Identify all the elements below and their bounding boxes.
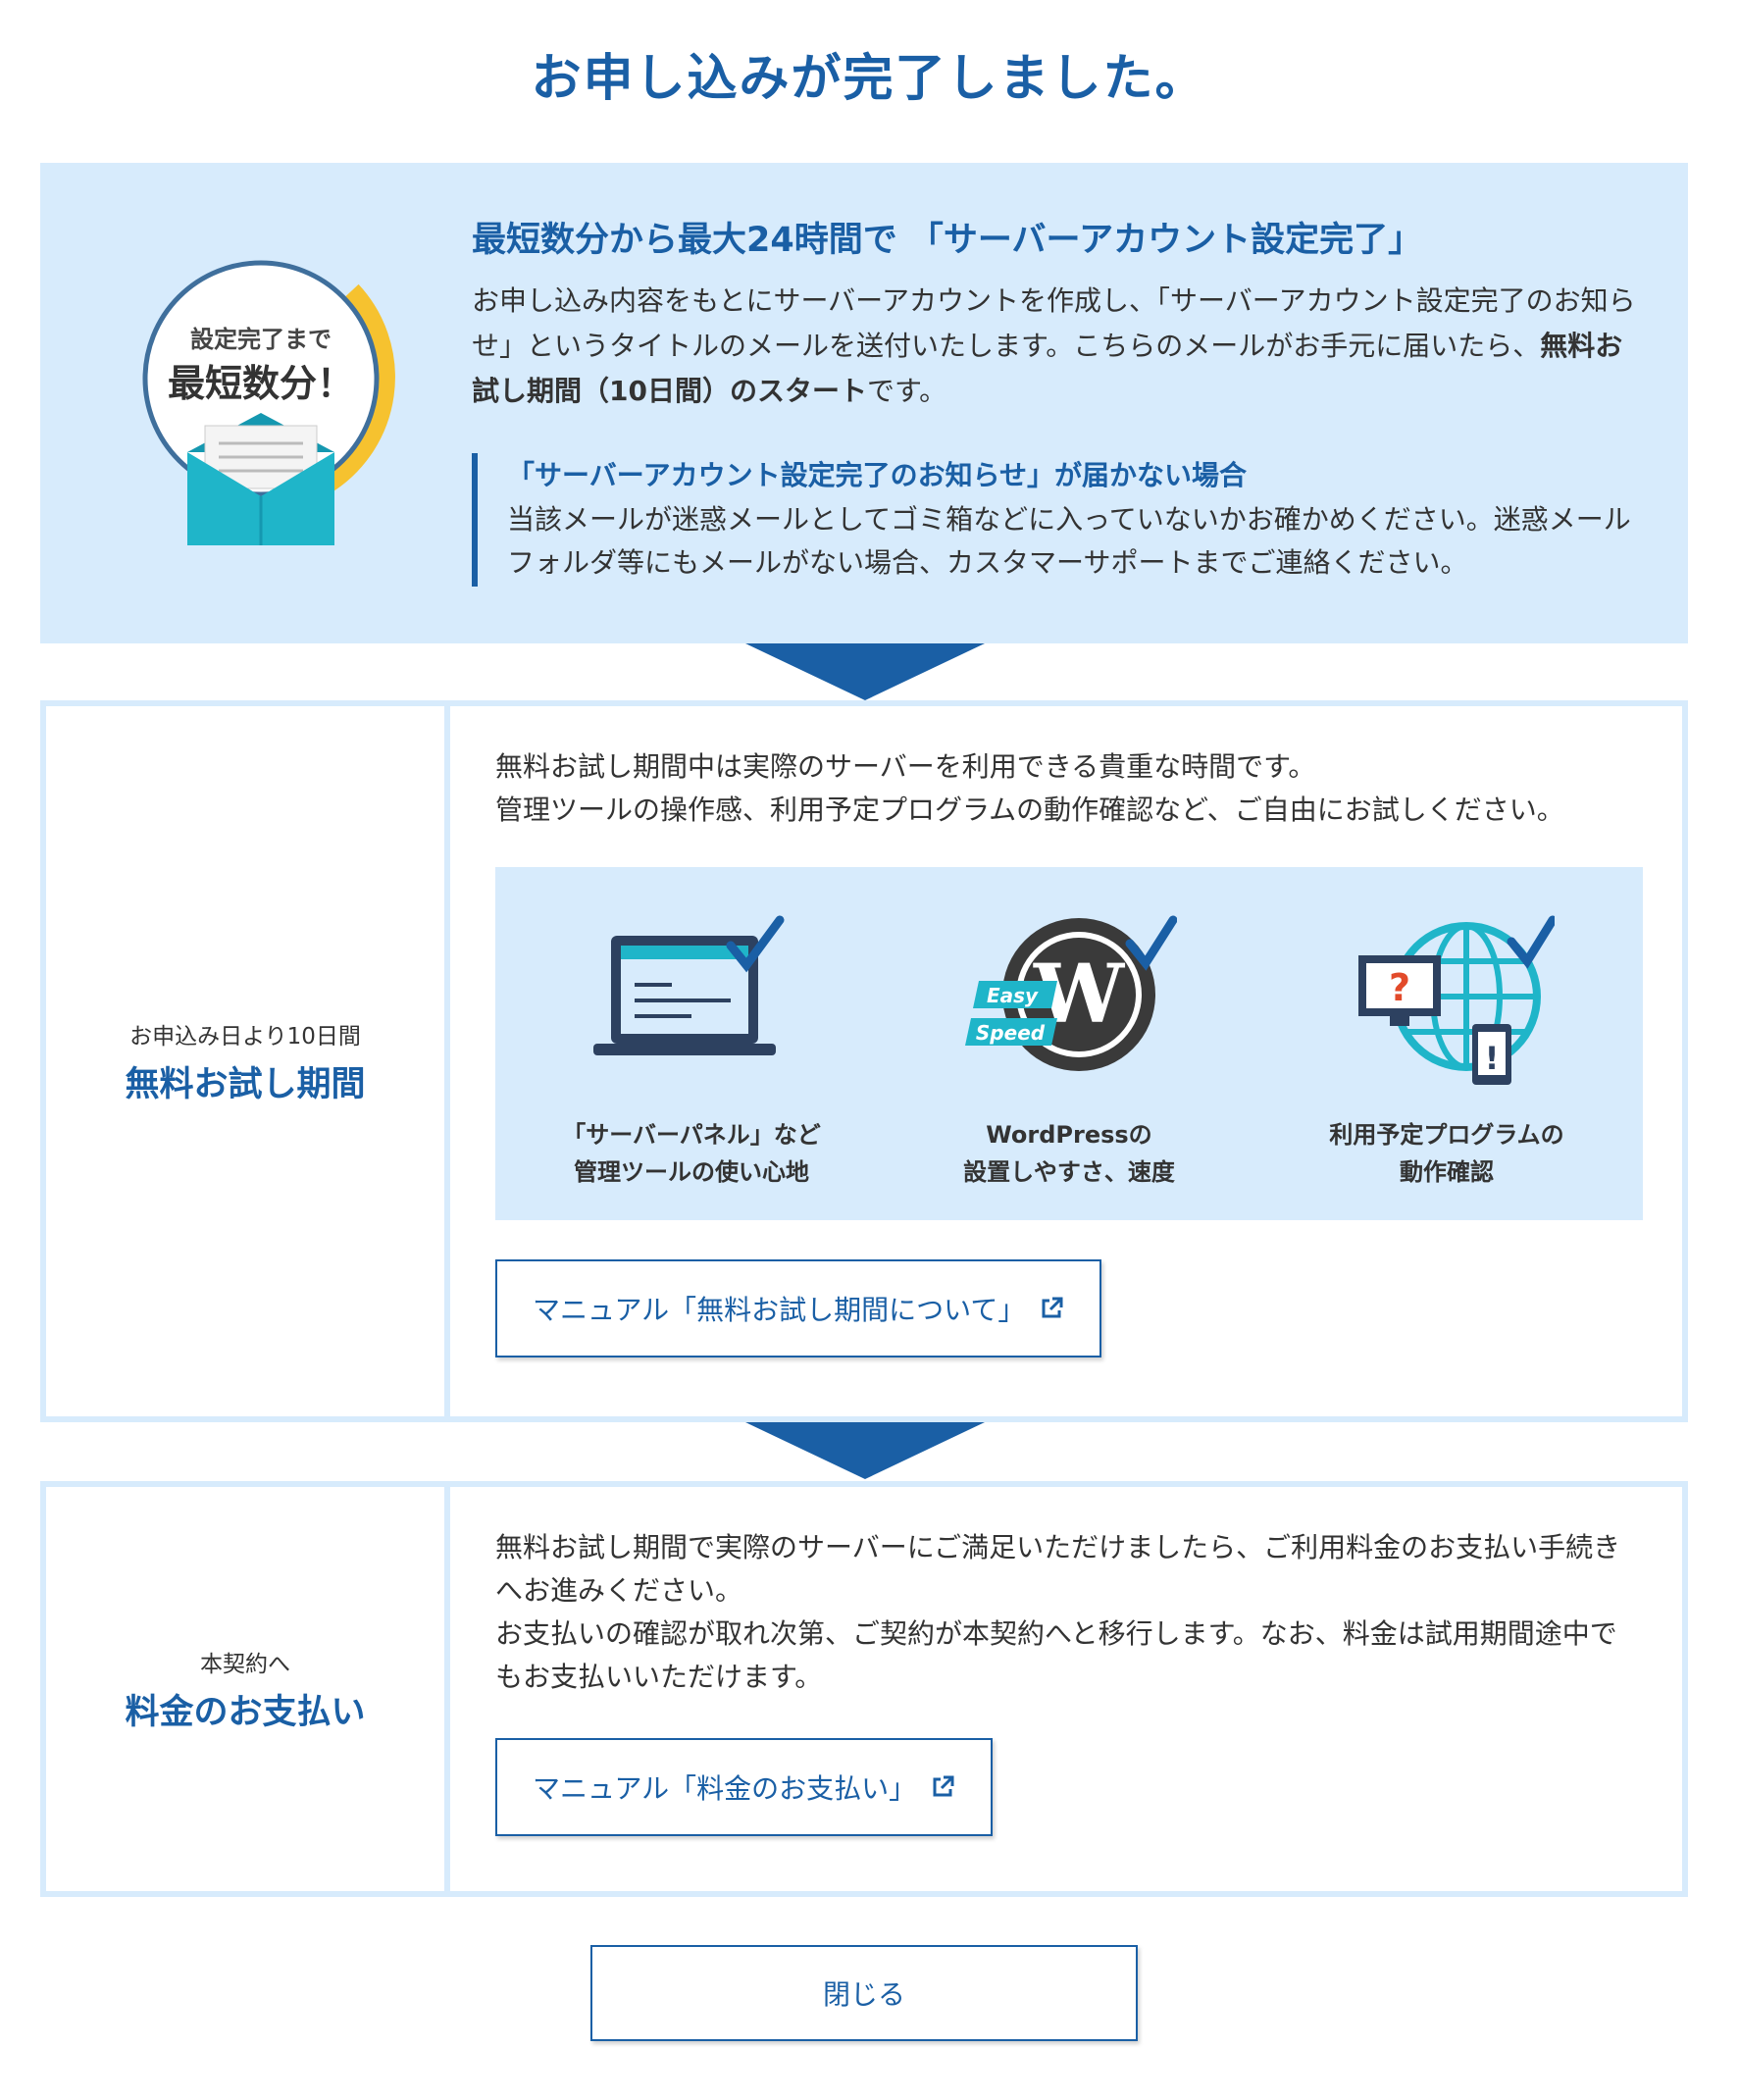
trial-text-line-2: 管理ツールの操作感、利用予定プログラムの動作確認など、ご自由にお試しください。 <box>495 794 1564 826</box>
manual-payment-button[interactable]: マニュアル「料金のお支払い」 <box>495 1738 994 1836</box>
globe-check-icon: ? ! <box>1339 906 1558 1093</box>
feature-caption-line: WordPressの <box>986 1121 1152 1149</box>
feature-item: 「サーバーパネル」など 管理ツールの使い心地 <box>525 906 858 1220</box>
envelope-badge-icon: 設定完了まで 最短数分！ <box>128 251 442 555</box>
payment-step: 本契約へ 料金のお支払い 無料お試し期間で実際のサーバーにご満足いただけましたら… <box>40 1481 1688 1897</box>
laptop-check-icon <box>584 906 799 1093</box>
intro-text-part: お申し込み内容をもとにサーバーアカウントを作成し、「サーバーアカウント設定完了の… <box>472 284 1636 362</box>
intro-text-bold: 無料お試し期間（10日間）のスタート <box>472 330 1623 407</box>
feature-caption: 「サーバーパネル」など 管理ツールの使い心地 <box>562 1116 821 1191</box>
payment-sub-label: 本契約へ <box>200 1651 290 1677</box>
intro-text-part: です。 <box>866 375 947 407</box>
intro-panel: 設定完了まで 最短数分！ 最短数分から最大24時間で 「サーバーアカウント設定完… <box>40 163 1688 643</box>
trial-step-label: お申込み日より10日間 無料お試し期間 <box>46 706 450 1416</box>
svg-text:Easy: Easy <box>987 984 1039 1007</box>
down-arrow-icon <box>745 643 985 700</box>
trial-step: お申込み日より10日間 無料お試し期間 無料お試し期間中は実際のサーバーを利用で… <box>40 700 1688 1422</box>
svg-text:最短数分！: 最短数分！ <box>168 362 354 405</box>
feature-item: ? ! 利用予定プログラムの 動作確認 <box>1280 906 1613 1220</box>
manual-payment-button-label: マニュアル「料金のお支払い」 <box>533 1773 917 1804</box>
feature-caption-line: 利用予定プログラムの <box>1329 1121 1564 1149</box>
external-link-icon <box>933 1775 954 1797</box>
trial-step-body: 無料お試し期間中は実際のサーバーを利用できる貴重な時間です。 管理ツールの操作感… <box>495 745 1643 1357</box>
notice-block: 「サーバーアカウント設定完了のお知らせ」が届かない場合 当該メールが迷惑メールと… <box>472 453 1649 587</box>
feature-caption-line: 設置しやすさ、速度 <box>963 1158 1175 1186</box>
svg-text:Speed: Speed <box>976 1021 1046 1045</box>
trial-text-line-1: 無料お試し期間中は実際のサーバーを利用できる貴重な時間です。 <box>495 750 1316 783</box>
down-arrow-icon <box>745 1422 985 1479</box>
close-button[interactable]: 閉じる <box>590 1945 1138 2041</box>
notice-text: 当該メールが迷惑メールとしてゴミ箱などに入っていないかお確かめください。迷惑メー… <box>507 503 1631 579</box>
svg-text:設定完了まで: 設定完了まで <box>190 326 332 353</box>
feature-item: W Easy Speed WordPressの 設置しやすさ、速度 <box>902 906 1236 1220</box>
page-title: お申し込みが完了しました。 <box>531 50 1207 108</box>
wordpress-check-icon: W Easy Speed <box>961 906 1178 1093</box>
feature-caption-line: 動作確認 <box>1400 1158 1494 1186</box>
payment-text: 無料お試し期間で実際のサーバーにご満足いただけましたら、ご利用料金のお支払い手続… <box>495 1531 1621 1607</box>
payment-step-body: 無料お試し期間で実際のサーバーにご満足いただけましたら、ご利用料金のお支払い手続… <box>495 1526 1643 1836</box>
feature-caption-line: 「サーバーパネル」など <box>562 1121 821 1149</box>
trial-main-label: 無料お試し期間 <box>125 1064 366 1104</box>
feature-caption-line: 管理ツールの使い心地 <box>574 1158 809 1186</box>
notice-title: 「サーバーアカウント設定完了のお知らせ」が届かない場合 <box>507 459 1248 491</box>
svg-text:!: ! <box>1485 1040 1500 1077</box>
intro-text: お申し込み内容をもとにサーバーアカウントを作成し、「サーバーアカウント設定完了の… <box>472 279 1649 414</box>
payment-step-label: 本契約へ 料金のお支払い <box>46 1487 450 1891</box>
external-link-icon <box>1042 1297 1063 1318</box>
payment-text-2: お支払いの確認が取れ次第、ご契約が本契約へと移行します。なお、料金は試用期間途中… <box>495 1617 1617 1693</box>
payment-main-label: 料金のお支払い <box>125 1692 366 1732</box>
manual-trial-button-label: マニュアル「無料お試し期間について」 <box>533 1295 1026 1325</box>
feature-caption: 利用予定プログラムの 動作確認 <box>1329 1116 1563 1191</box>
manual-trial-button[interactable]: マニュアル「無料お試し期間について」 <box>495 1259 1102 1357</box>
trial-sub-label: お申込み日より10日間 <box>129 1023 361 1050</box>
svg-text:?: ? <box>1389 966 1410 1009</box>
feature-caption: WordPressの 設置しやすさ、速度 <box>963 1116 1175 1191</box>
feature-panel: 「サーバーパネル」など 管理ツールの使い心地 W Easy Speed <box>495 867 1643 1220</box>
intro-heading: 最短数分から最大24時間で 「サーバーアカウント設定完了」 <box>472 221 1423 260</box>
